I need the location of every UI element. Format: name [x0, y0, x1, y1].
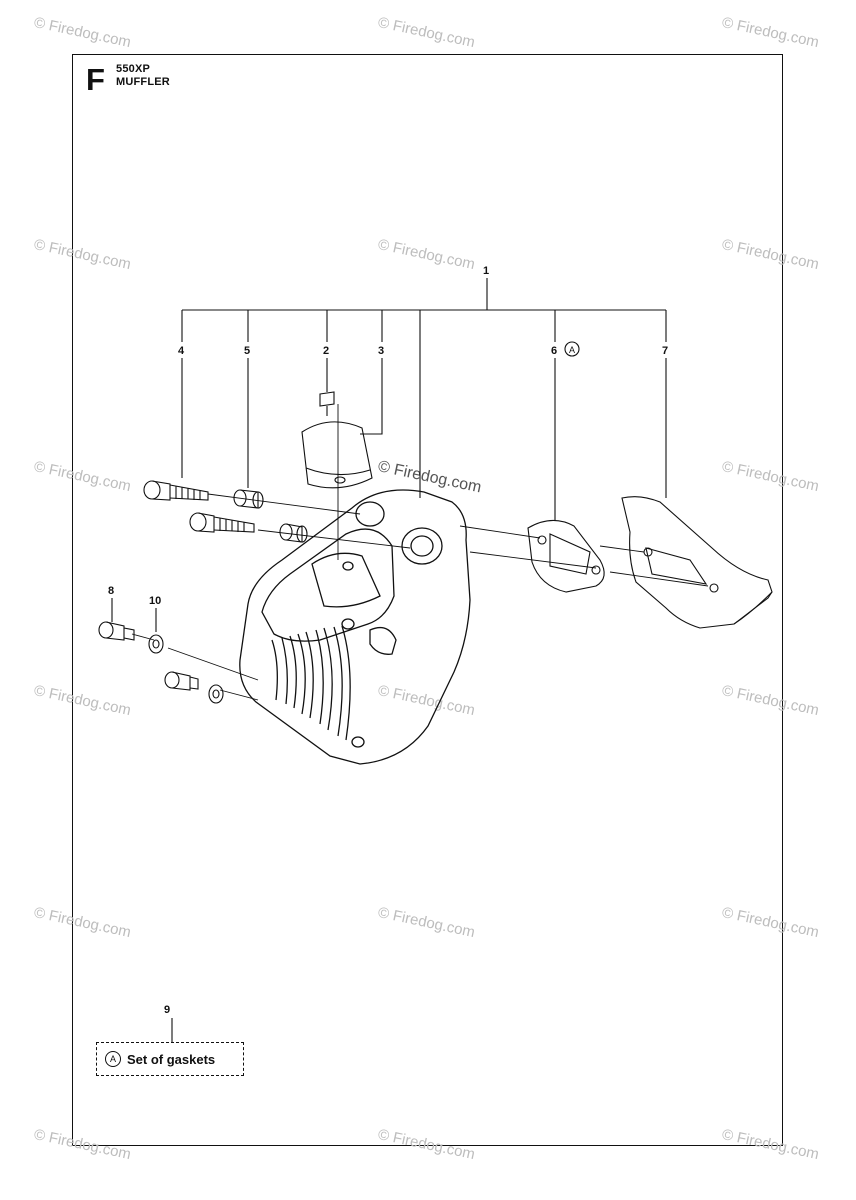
spacer-lower: [279, 523, 308, 543]
callout-10: 10: [149, 595, 161, 607]
bolt-4: [143, 480, 209, 501]
legend-gasket-set: A Set of gaskets: [96, 1042, 244, 1076]
legend-label: Set of gaskets: [127, 1051, 216, 1067]
callout-3: 3: [378, 345, 384, 357]
gasket-6: [527, 519, 605, 593]
callout-2: 2: [323, 345, 329, 357]
bolt-lower: [189, 512, 255, 533]
callout-4: 4: [178, 345, 185, 357]
callout-marker-a: A: [569, 345, 575, 355]
heat-shield-7: [621, 496, 773, 629]
callout-1: 1: [483, 265, 489, 277]
screw-8: [98, 621, 135, 641]
diagram-frame: [72, 54, 783, 1146]
washer-lower: [208, 684, 224, 704]
callout-9: 9: [164, 1004, 171, 1016]
callout-5: 5: [244, 345, 250, 357]
washer-10: [148, 634, 164, 654]
model-number: 550XP: [116, 63, 151, 75]
spacer-5: [233, 489, 264, 509]
cap-3: [301, 421, 373, 489]
screw-2: [319, 391, 335, 416]
diagram-title: MUFFLER: [116, 76, 170, 88]
muffler-body: [239, 489, 471, 765]
callout-7: 7: [662, 345, 668, 357]
screw-lower: [164, 671, 199, 691]
section-letter: F: [86, 62, 105, 97]
legend-marker: A: [105, 1051, 121, 1067]
callout-6: 6: [551, 345, 557, 357]
gasket-set-marker: [564, 341, 580, 357]
callout-8: 8: [108, 585, 114, 597]
